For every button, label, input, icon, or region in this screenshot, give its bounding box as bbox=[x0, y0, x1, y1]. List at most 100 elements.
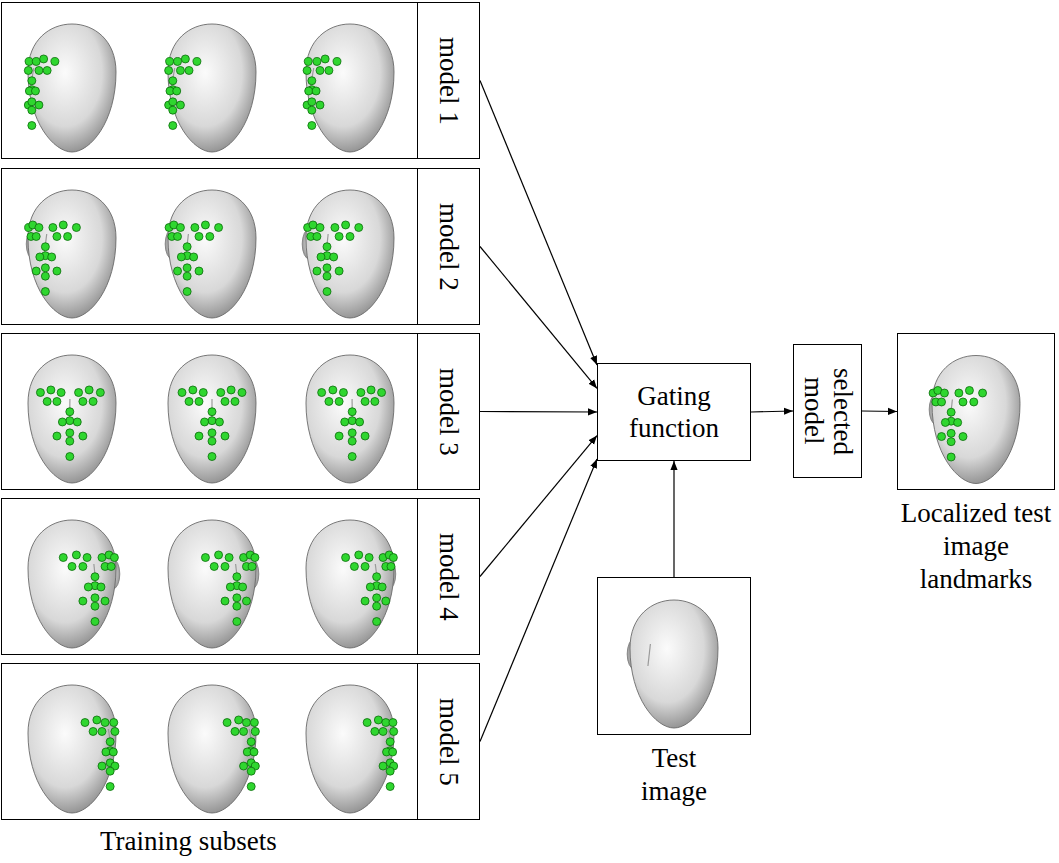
landmark-dot bbox=[221, 432, 229, 440]
flow-arrow bbox=[480, 247, 597, 389]
landmark-dot bbox=[251, 727, 259, 735]
model-label: model 5 bbox=[417, 664, 479, 819]
landmark-dot bbox=[371, 397, 379, 405]
landmark-dot bbox=[221, 562, 229, 570]
landmark-dot bbox=[53, 432, 61, 440]
landmark-dot bbox=[227, 386, 235, 394]
face-scan bbox=[168, 520, 259, 648]
landmark-dot bbox=[223, 719, 231, 727]
landmark-dot bbox=[183, 264, 191, 272]
landmark-dot bbox=[965, 386, 973, 394]
landmark-dot bbox=[313, 58, 321, 66]
landmark-dot bbox=[242, 597, 250, 605]
landmark-dot bbox=[389, 748, 397, 756]
landmark-dot bbox=[373, 602, 381, 610]
landmark-dot bbox=[382, 597, 390, 605]
model-label: model 4 bbox=[417, 499, 479, 654]
training-subset-box: model 2 bbox=[1, 168, 480, 325]
landmark-dot bbox=[166, 58, 174, 66]
landmark-dot bbox=[979, 389, 987, 397]
landmark-dot bbox=[43, 397, 51, 405]
landmark-dot bbox=[174, 232, 182, 240]
landmark-dot bbox=[93, 716, 101, 724]
landmark-dot bbox=[378, 389, 386, 397]
landmark-dot bbox=[31, 87, 39, 95]
head-surface bbox=[168, 520, 256, 648]
landmark-dot bbox=[390, 727, 398, 735]
landmark-dot bbox=[181, 55, 189, 63]
landmark-dot bbox=[335, 267, 343, 275]
landmark-dot bbox=[955, 389, 963, 397]
model-label: model 2 bbox=[417, 169, 479, 324]
landmark-dot bbox=[947, 429, 955, 437]
landmark-dot bbox=[51, 58, 59, 66]
landmark-dot bbox=[938, 398, 946, 406]
landmark-dot bbox=[325, 66, 333, 74]
landmark-dot bbox=[208, 429, 216, 437]
landmark-dot bbox=[193, 58, 201, 66]
face-scan bbox=[165, 24, 256, 152]
landmark-dot bbox=[335, 432, 343, 440]
landmark-dot bbox=[240, 727, 248, 735]
landmark-dot bbox=[304, 58, 312, 66]
face-scan bbox=[929, 356, 1020, 484]
landmark-dot bbox=[195, 232, 203, 240]
flow-arrow bbox=[480, 436, 597, 577]
landmark-dot bbox=[35, 66, 43, 74]
landmark-dot bbox=[215, 551, 223, 559]
landmark-dot bbox=[373, 618, 381, 626]
head-surface bbox=[306, 190, 394, 318]
landmark-dot bbox=[355, 224, 363, 232]
face-scan bbox=[25, 190, 116, 318]
landmark-dot bbox=[313, 267, 321, 275]
face-scan bbox=[627, 600, 718, 728]
landmark-dot bbox=[959, 433, 967, 441]
landmark-dot bbox=[308, 106, 316, 114]
landmark-dot bbox=[43, 66, 51, 74]
landmark-dot bbox=[330, 253, 338, 261]
landmark-dot bbox=[954, 418, 962, 426]
landmark-dot bbox=[350, 562, 358, 570]
landmark-dot bbox=[346, 232, 354, 240]
landmark-dot bbox=[195, 267, 203, 275]
landmark-dot bbox=[169, 122, 177, 130]
landmark-dot bbox=[215, 418, 223, 426]
landmark-dot bbox=[185, 397, 193, 405]
landmark-dot bbox=[41, 264, 49, 272]
landmark-dot bbox=[373, 573, 381, 581]
head-surface bbox=[306, 355, 394, 483]
landmark-dot bbox=[374, 716, 382, 724]
landmark-dot bbox=[57, 389, 65, 397]
landmark-dot bbox=[331, 224, 339, 232]
landmark-dot bbox=[217, 389, 225, 397]
flow-arrow bbox=[480, 459, 597, 741]
image-caption: Localized test image landmarks bbox=[896, 497, 1056, 596]
landmark-dot bbox=[72, 551, 80, 559]
landmark-dot bbox=[195, 432, 203, 440]
landmark-dot bbox=[174, 267, 182, 275]
flow-arrow bbox=[862, 410, 897, 412]
nose-shading bbox=[648, 644, 650, 666]
landmark-dot bbox=[35, 224, 43, 232]
head-surface bbox=[306, 24, 394, 152]
landmark-dot bbox=[308, 122, 316, 130]
head-surface bbox=[630, 600, 718, 728]
landmark-dot bbox=[97, 583, 105, 591]
landmark-dot bbox=[308, 98, 316, 106]
landmark-dot bbox=[318, 389, 326, 397]
landmark-dot bbox=[341, 418, 349, 426]
landmark-dot bbox=[102, 748, 110, 756]
landmark-dot bbox=[361, 397, 369, 405]
landmark-dot bbox=[221, 397, 229, 405]
landmark-dot bbox=[64, 232, 72, 240]
landmark-dot bbox=[41, 272, 49, 280]
landmark-dot bbox=[110, 719, 118, 727]
landmark-dot bbox=[342, 554, 350, 562]
landmark-dot bbox=[303, 66, 311, 74]
landmark-dot bbox=[190, 253, 198, 261]
landmark-dot bbox=[335, 232, 343, 240]
landmark-dot bbox=[109, 748, 117, 756]
landmark-dot bbox=[947, 438, 955, 446]
